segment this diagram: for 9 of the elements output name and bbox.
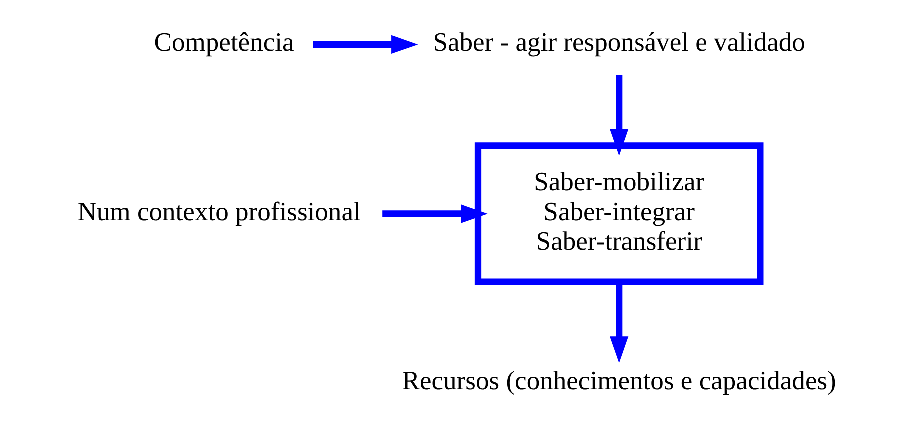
arrow — [382, 204, 488, 224]
node-text: Saber - agir responsável e validado — [433, 27, 806, 57]
arrow — [313, 35, 418, 54]
node-box: Saber-mobilizar Saber-integrar Saber-transferir — [474, 142, 764, 286]
node-text: Num contexto profissional — [78, 196, 361, 226]
node-text: Recursos (conhecimentos e capacidades) — [402, 366, 836, 396]
arrow — [610, 282, 629, 364]
node-text: Competência — [154, 27, 294, 57]
arrow — [610, 75, 629, 156]
